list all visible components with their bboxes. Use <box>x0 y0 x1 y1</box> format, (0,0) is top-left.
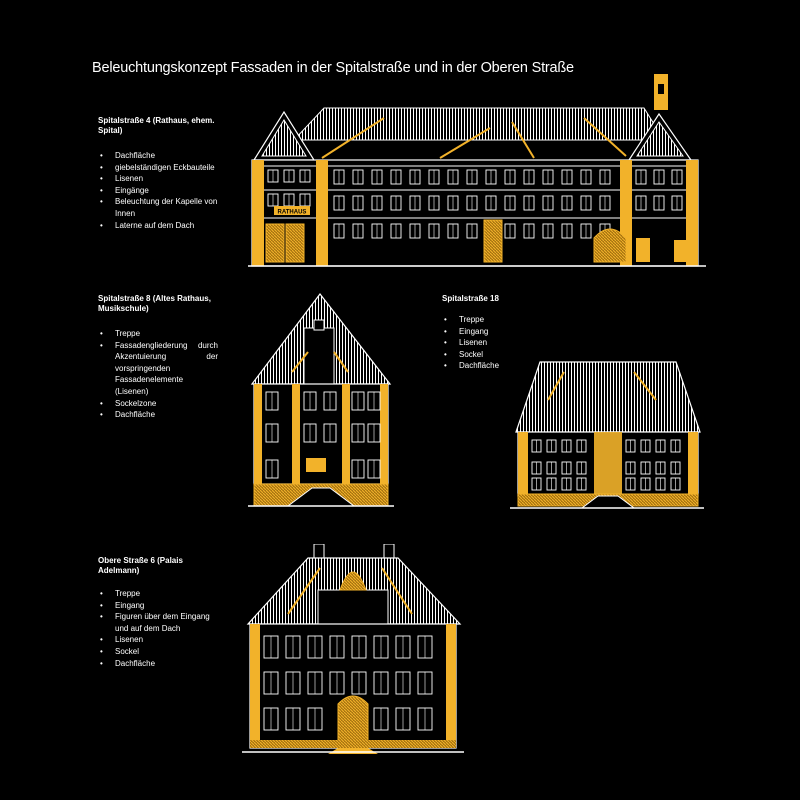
legend-item: Treppe <box>98 588 218 600</box>
legend-item: Sockel <box>98 646 218 658</box>
legend-item: Dachfläche <box>98 409 218 421</box>
facade-drawing-spitalstrasse-4: RATHAUS <box>248 74 706 267</box>
entrance-portal <box>337 695 369 749</box>
legend-spitalstrasse-8: Spitalstraße 8 (Altes Rathaus, Musikschu… <box>98 294 218 421</box>
stairs <box>328 748 378 754</box>
legend-item: Lisenen <box>98 173 220 185</box>
legend-spitalstrasse-4: Spitalstraße 4 (Rathaus, ehem. Spital) D… <box>98 116 220 231</box>
page-title: Beleuchtungskonzept Fassaden in der Spit… <box>92 60 574 76</box>
roof-figures <box>339 571 367 591</box>
legend-item: Fassadengliederung durch Akzentuierung d… <box>98 340 218 398</box>
legend-heading: Spitalstraße 8 (Altes Rathaus, Musikschu… <box>98 294 211 313</box>
legend-item: giebelständigen Eckbauteile <box>98 162 220 174</box>
entrance <box>265 223 285 263</box>
legend-list: Dachfläche giebelständigen Eckbauteile L… <box>98 150 220 231</box>
legend-item: Treppe <box>442 314 562 326</box>
facade-drawing-spitalstrasse-18 <box>510 361 704 509</box>
legend-item: Eingänge <box>98 185 220 197</box>
legend-item: Beleuchtung der Kapelle von Innen <box>98 196 220 219</box>
legend-item: Lisenen <box>98 634 218 646</box>
legend-item: Dachfläche <box>98 658 218 670</box>
legend-item: Figuren über dem Eingang und auf dem Dac… <box>98 611 218 634</box>
legend-item: Sockel <box>442 349 562 361</box>
legend-spitalstrasse-18: Spitalstraße 18 Treppe Eingang Lisenen S… <box>442 294 562 372</box>
facade-drawing-spitalstrasse-8 <box>248 293 394 507</box>
base-zone <box>250 740 456 748</box>
legend-list: Treppe Fassadengliederung durch Akzentui… <box>98 328 218 421</box>
legend-item: Dachfläche <box>442 360 562 372</box>
facade-drawing-obere-strasse-6 <box>242 544 464 754</box>
legend-item: Eingang <box>442 326 562 338</box>
rathaus-sign: RATHAUS <box>278 210 307 216</box>
legend-item: Sockelzone <box>98 398 218 410</box>
entrance <box>285 223 305 263</box>
legend-heading: Spitalstraße 18 <box>442 294 499 303</box>
legend-list: Treppe Eingang Figuren über dem Eingang … <box>98 588 218 669</box>
legend-item: Treppe <box>98 328 218 340</box>
chapel-portal <box>593 228 627 263</box>
legend-heading: Spitalstraße 4 (Rathaus, ehem. Spital) <box>98 116 215 135</box>
legend-obere-strasse-6: Obere Straße 6 (Palais Adelmann) Treppe … <box>98 556 218 669</box>
legend-item: Dachfläche <box>98 150 220 162</box>
legend-heading: Obere Straße 6 (Palais Adelmann) <box>98 556 183 575</box>
legend-item: Laterne auf dem Dach <box>98 220 220 232</box>
legend-item: Lisenen <box>442 337 562 349</box>
entrance <box>483 219 503 263</box>
legend-item: Eingang <box>98 600 218 612</box>
legend-list: Treppe Eingang Lisenen Sockel Dachfläche <box>442 314 562 372</box>
